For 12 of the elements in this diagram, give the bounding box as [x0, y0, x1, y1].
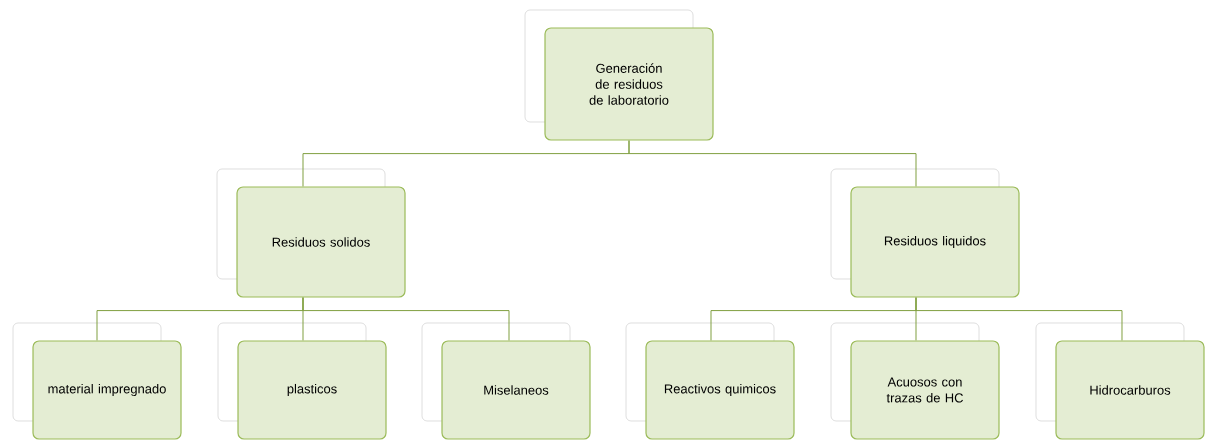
connector-line [302, 297, 510, 341]
connector-line [628, 140, 917, 187]
process-box: Acuosos con trazas de HC [830, 322, 1000, 440]
process-box: Reactivos quimicos [625, 322, 795, 440]
process-box: Miselaneos [421, 322, 591, 440]
process-box: Hidrocarburos [1035, 322, 1205, 440]
process-box: Residuos liquidos [830, 168, 1020, 298]
process-box: plasticos [217, 322, 387, 440]
connector-line [915, 297, 1123, 341]
process-box: material impregnado [12, 322, 182, 440]
process-box: Generación de residuos de laboratorio [524, 9, 714, 141]
process-box: Residuos solidos [216, 168, 406, 298]
